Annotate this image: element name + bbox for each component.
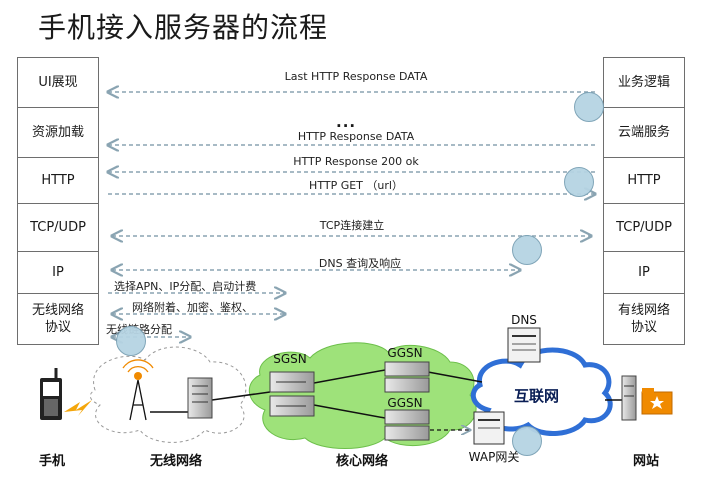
flow-label-attach: 网络附着、加密、鉴权、 [132, 301, 253, 314]
dns-server-icon [507, 327, 541, 363]
ggsn-top-server-icon [384, 361, 430, 393]
wireless-network-label: 无线网络 [149, 454, 203, 469]
internet-label: 互联网 [514, 387, 560, 405]
flow-ellipsis: ... [336, 113, 357, 131]
stack-cell-resource: 资源加载 [18, 108, 98, 158]
link-sgsn-ggsn-top [313, 369, 386, 384]
link-rnc-sgsn [211, 391, 271, 401]
highlight-marker [564, 167, 594, 197]
link-ggsn-internet [427, 371, 483, 383]
tower-icon [122, 359, 154, 421]
flow-label-dns: DNS 查询及响应 [318, 257, 402, 270]
stack-cell-ui: UI展现 [18, 58, 98, 108]
flow-label-response-data: HTTP Response DATA [297, 130, 415, 143]
stack-cell-cloud: 云端服务 [604, 108, 684, 158]
phone-icon [40, 368, 62, 420]
server-protocol-stack: 业务逻辑 云端服务 HTTP TCP/UDP IP 有线网络 协议 [603, 57, 685, 345]
ggsn-top-label: GGSN [387, 346, 423, 360]
stack-cell-tcp: TCP/UDP [18, 204, 98, 252]
rnc-server-icon [187, 377, 213, 419]
phone-protocol-stack: UI展现 资源加载 HTTP TCP/UDP IP 无线网络 协议 [17, 57, 99, 345]
link-sgsn-ggsn-bottom [313, 404, 386, 419]
highlight-marker [116, 326, 146, 356]
lightning-icon [64, 400, 92, 416]
page-title: 手机接入服务器的流程 [38, 11, 329, 44]
wireless-cloud [89, 346, 247, 443]
website-server-icon [621, 375, 673, 421]
dns-label: DNS [511, 313, 537, 327]
stack-cell-http: HTTP [18, 158, 98, 204]
stack-cell-wireless: 无线网络 协议 [31, 303, 84, 335]
ggsn-bottom-server-icon [384, 409, 430, 441]
flow-label-response-200: HTTP Response 200 ok [293, 155, 419, 168]
flow-label-last-response: Last HTTP Response DATA [284, 70, 428, 83]
sgsn-label: SGSN [273, 352, 307, 366]
website-label: 网站 [632, 454, 660, 469]
sgsn-server-icon [269, 371, 315, 417]
highlight-marker [512, 426, 542, 456]
flow-label-apn: 选择APN、IP分配、启动计费 [114, 280, 257, 293]
stack-cell-http: HTTP [604, 158, 684, 204]
stack-cell-business: 业务逻辑 [604, 58, 684, 108]
highlight-marker [512, 235, 542, 265]
flow-label-tcp: TCP连接建立 [319, 219, 385, 232]
ggsn-bottom-label: GGSN [387, 396, 423, 410]
highlight-marker [574, 92, 604, 122]
stack-cell-wired: 有线网络 协议 [617, 303, 670, 335]
stack-cell-tcp: TCP/UDP [604, 204, 684, 252]
core-network-label: 核心网络 [335, 454, 389, 469]
flow-label-http-get: HTTP GET （url） [309, 179, 403, 192]
wap-label: WAP网关 [468, 450, 520, 464]
wap-gateway-icon [473, 411, 505, 445]
stack-cell-ip: IP [604, 252, 684, 294]
phone-label: 手机 [38, 454, 66, 469]
stack-cell-ip: IP [18, 252, 98, 294]
